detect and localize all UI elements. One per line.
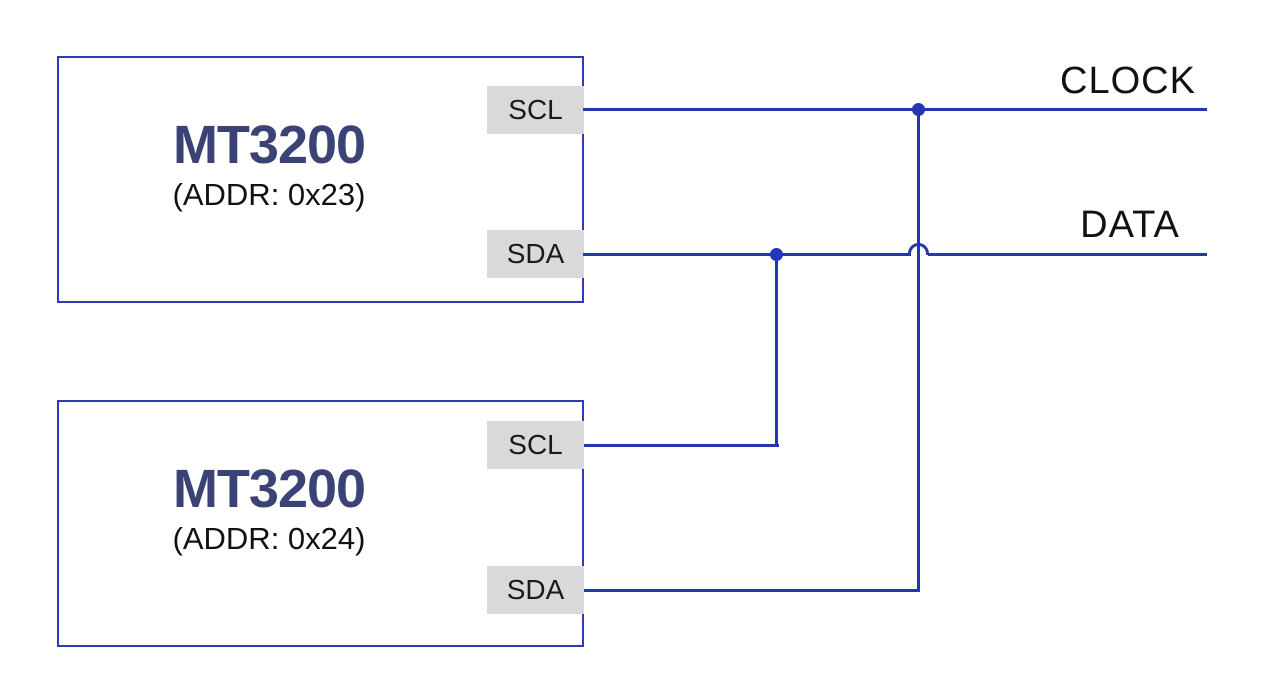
device-1-pin-scl: SCL <box>487 86 584 134</box>
wire-scl2-stub <box>584 444 779 447</box>
device-2-pin-sda: SDA <box>487 566 584 614</box>
device-box-1: MT3200 (ADDR: 0x23) SCL SDA <box>57 56 584 303</box>
wire-vertical-clock-to-sda2 <box>917 108 920 592</box>
junction-dot-clock <box>912 103 925 116</box>
device-box-2: MT3200 (ADDR: 0x24) SCL SDA <box>57 400 584 647</box>
junction-dot-data <box>770 248 783 261</box>
device-2-pin-scl: SCL <box>487 421 584 469</box>
device-1-name: MT3200 <box>172 115 366 175</box>
wire-sda2-stub <box>584 589 920 592</box>
device-1-pin-sda: SDA <box>487 230 584 278</box>
device-2-text: MT3200 (ADDR: 0x24) <box>59 459 479 560</box>
wire-vertical-data-to-scl2 <box>775 253 778 447</box>
clock-bus-label: CLOCK <box>1060 60 1196 102</box>
device-2-name: MT3200 <box>172 459 366 519</box>
wire-data-bus-left <box>583 253 911 256</box>
device-1-text: MT3200 (ADDR: 0x23) <box>59 115 479 216</box>
wire-data-bus-right <box>928 253 1207 256</box>
wire-clock-bus <box>583 108 1207 111</box>
device-1-address: (ADDR: 0x23) <box>172 177 366 213</box>
data-bus-label: DATA <box>1080 204 1180 246</box>
device-2-address: (ADDR: 0x24) <box>172 521 366 557</box>
wire-crossover-hop <box>908 243 929 255</box>
